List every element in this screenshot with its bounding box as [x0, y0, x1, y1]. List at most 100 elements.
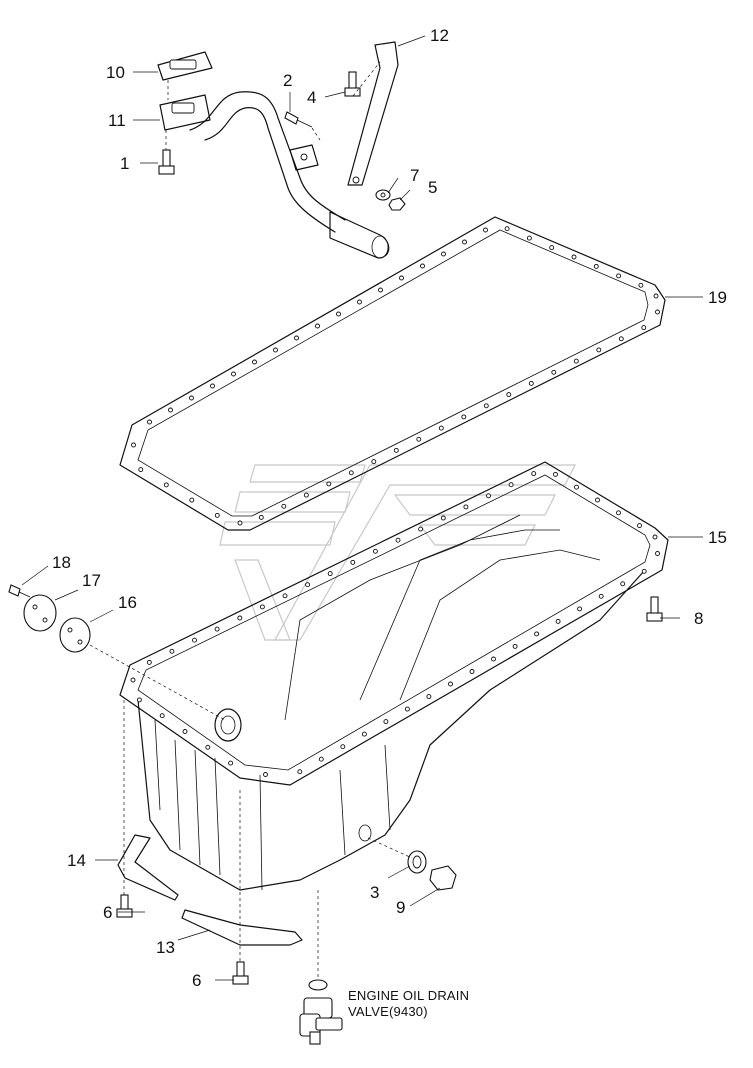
bolt-hole: [228, 760, 234, 766]
bolt-hole: [491, 656, 496, 662]
tube-flange-port: [171, 102, 195, 114]
bolt-hole: [214, 512, 220, 518]
bolt-hole: [553, 471, 558, 477]
bolt-hole: [620, 581, 626, 587]
bolt-hole: [263, 772, 268, 777]
bolt-hole: [551, 369, 557, 375]
watermark-logo: [219, 464, 576, 641]
callout-13: 13: [156, 938, 175, 957]
callout-9: 9: [396, 898, 405, 917]
drain-valve-note-line-1: ENGINE OIL DRAIN: [348, 988, 469, 1003]
bolt-hole: [383, 719, 389, 725]
bolt-hole: [273, 347, 278, 353]
pan-flange-bolt-holes: [130, 471, 660, 777]
bolt-hole: [361, 731, 367, 737]
callout-19: 19: [708, 288, 727, 307]
bolt-hole: [420, 263, 425, 269]
bolt-hole: [318, 756, 324, 762]
bolt-hole: [192, 637, 197, 643]
callout-1: 1: [120, 154, 129, 173]
bolt-hole: [146, 659, 152, 665]
bolt-hole: [469, 669, 475, 674]
seal-ring-3: [407, 850, 427, 874]
bolt-hole: [652, 534, 658, 540]
bolt-hole: [593, 263, 599, 269]
bolt-hole: [252, 359, 257, 365]
drain-plug-9: [429, 865, 457, 891]
bolt-hole: [483, 403, 489, 409]
assembly-line: [367, 837, 413, 859]
callout-11: 11: [108, 111, 126, 130]
bolt-hole: [418, 526, 424, 532]
bolt-6b: [232, 961, 249, 985]
bolt-hole: [426, 694, 432, 700]
bolt-6a: [116, 894, 133, 918]
bolt-8: [646, 596, 663, 622]
tube-support-bracket: [347, 41, 399, 186]
callout-6a: 6: [103, 903, 112, 922]
bolt-hole: [616, 510, 621, 516]
bolt-1: [158, 149, 175, 175]
bolt-hole: [549, 245, 555, 251]
bolt-hole: [189, 497, 195, 503]
bolt-hole: [138, 467, 144, 473]
bolt-hole: [315, 323, 320, 329]
bolt-hole: [638, 282, 644, 288]
bolt-hole: [483, 227, 488, 233]
bolt-hole: [574, 484, 579, 490]
bolt-hole: [237, 615, 243, 621]
callout-8: 8: [694, 609, 703, 628]
bolt-hole: [528, 380, 534, 386]
bolt-hole: [214, 626, 220, 632]
bolt-hole: [506, 392, 512, 398]
nut-5: [388, 197, 406, 211]
bolt-hole: [508, 482, 514, 488]
callout-2: 2: [283, 71, 292, 90]
bolt-hole: [182, 729, 188, 734]
bolt-hole: [340, 744, 346, 750]
gasket-bolt-holes: [131, 226, 660, 526]
bolt-hole: [336, 311, 341, 317]
bolt-hole: [130, 677, 136, 683]
bolt-hole: [282, 593, 288, 599]
bolt-hole: [416, 436, 422, 442]
bolt-hole: [159, 713, 165, 719]
bolt-hole: [438, 425, 444, 431]
bolt-hole: [653, 293, 659, 299]
bolt-hole: [641, 325, 647, 331]
bolt-18: [8, 584, 31, 598]
cover-plate-17: [23, 594, 57, 632]
callout-12: 12: [430, 26, 449, 45]
oil-pan-gasket: [119, 216, 666, 531]
bolt-hole: [486, 493, 491, 499]
bolt-hole: [526, 235, 532, 241]
bolt-hole: [357, 299, 362, 305]
bolt-hole: [168, 407, 173, 413]
bolt-hole: [169, 648, 175, 654]
drain-valve-note-line-2: VALVE(9430): [348, 1004, 428, 1019]
bolt-hole: [461, 414, 467, 420]
bolt-hole: [231, 371, 236, 377]
tube-flange-gasket: [157, 51, 213, 81]
bolt-hole: [440, 515, 446, 521]
cover-gasket-16: [59, 617, 91, 653]
bracket-14: [117, 834, 179, 901]
callout-3: 3: [370, 883, 379, 902]
engine-oil-drain-valve: [299, 979, 343, 1045]
bolt-hole: [163, 482, 169, 488]
bolt-hole: [555, 618, 561, 624]
bolt-hole: [237, 520, 243, 526]
bolt-hole: [147, 419, 152, 425]
bolt-hole: [210, 383, 215, 389]
bolt-hole: [205, 744, 211, 750]
callout-16: 16: [118, 593, 137, 612]
callout-5: 5: [428, 178, 437, 197]
bolt-hole: [348, 470, 354, 476]
bracket-13: [181, 909, 303, 946]
bolt-hole: [463, 504, 469, 510]
bolt-hole: [297, 769, 303, 775]
bolt-hole: [371, 459, 377, 465]
bolt-hole: [595, 497, 600, 503]
callout-17: 17: [82, 571, 101, 590]
